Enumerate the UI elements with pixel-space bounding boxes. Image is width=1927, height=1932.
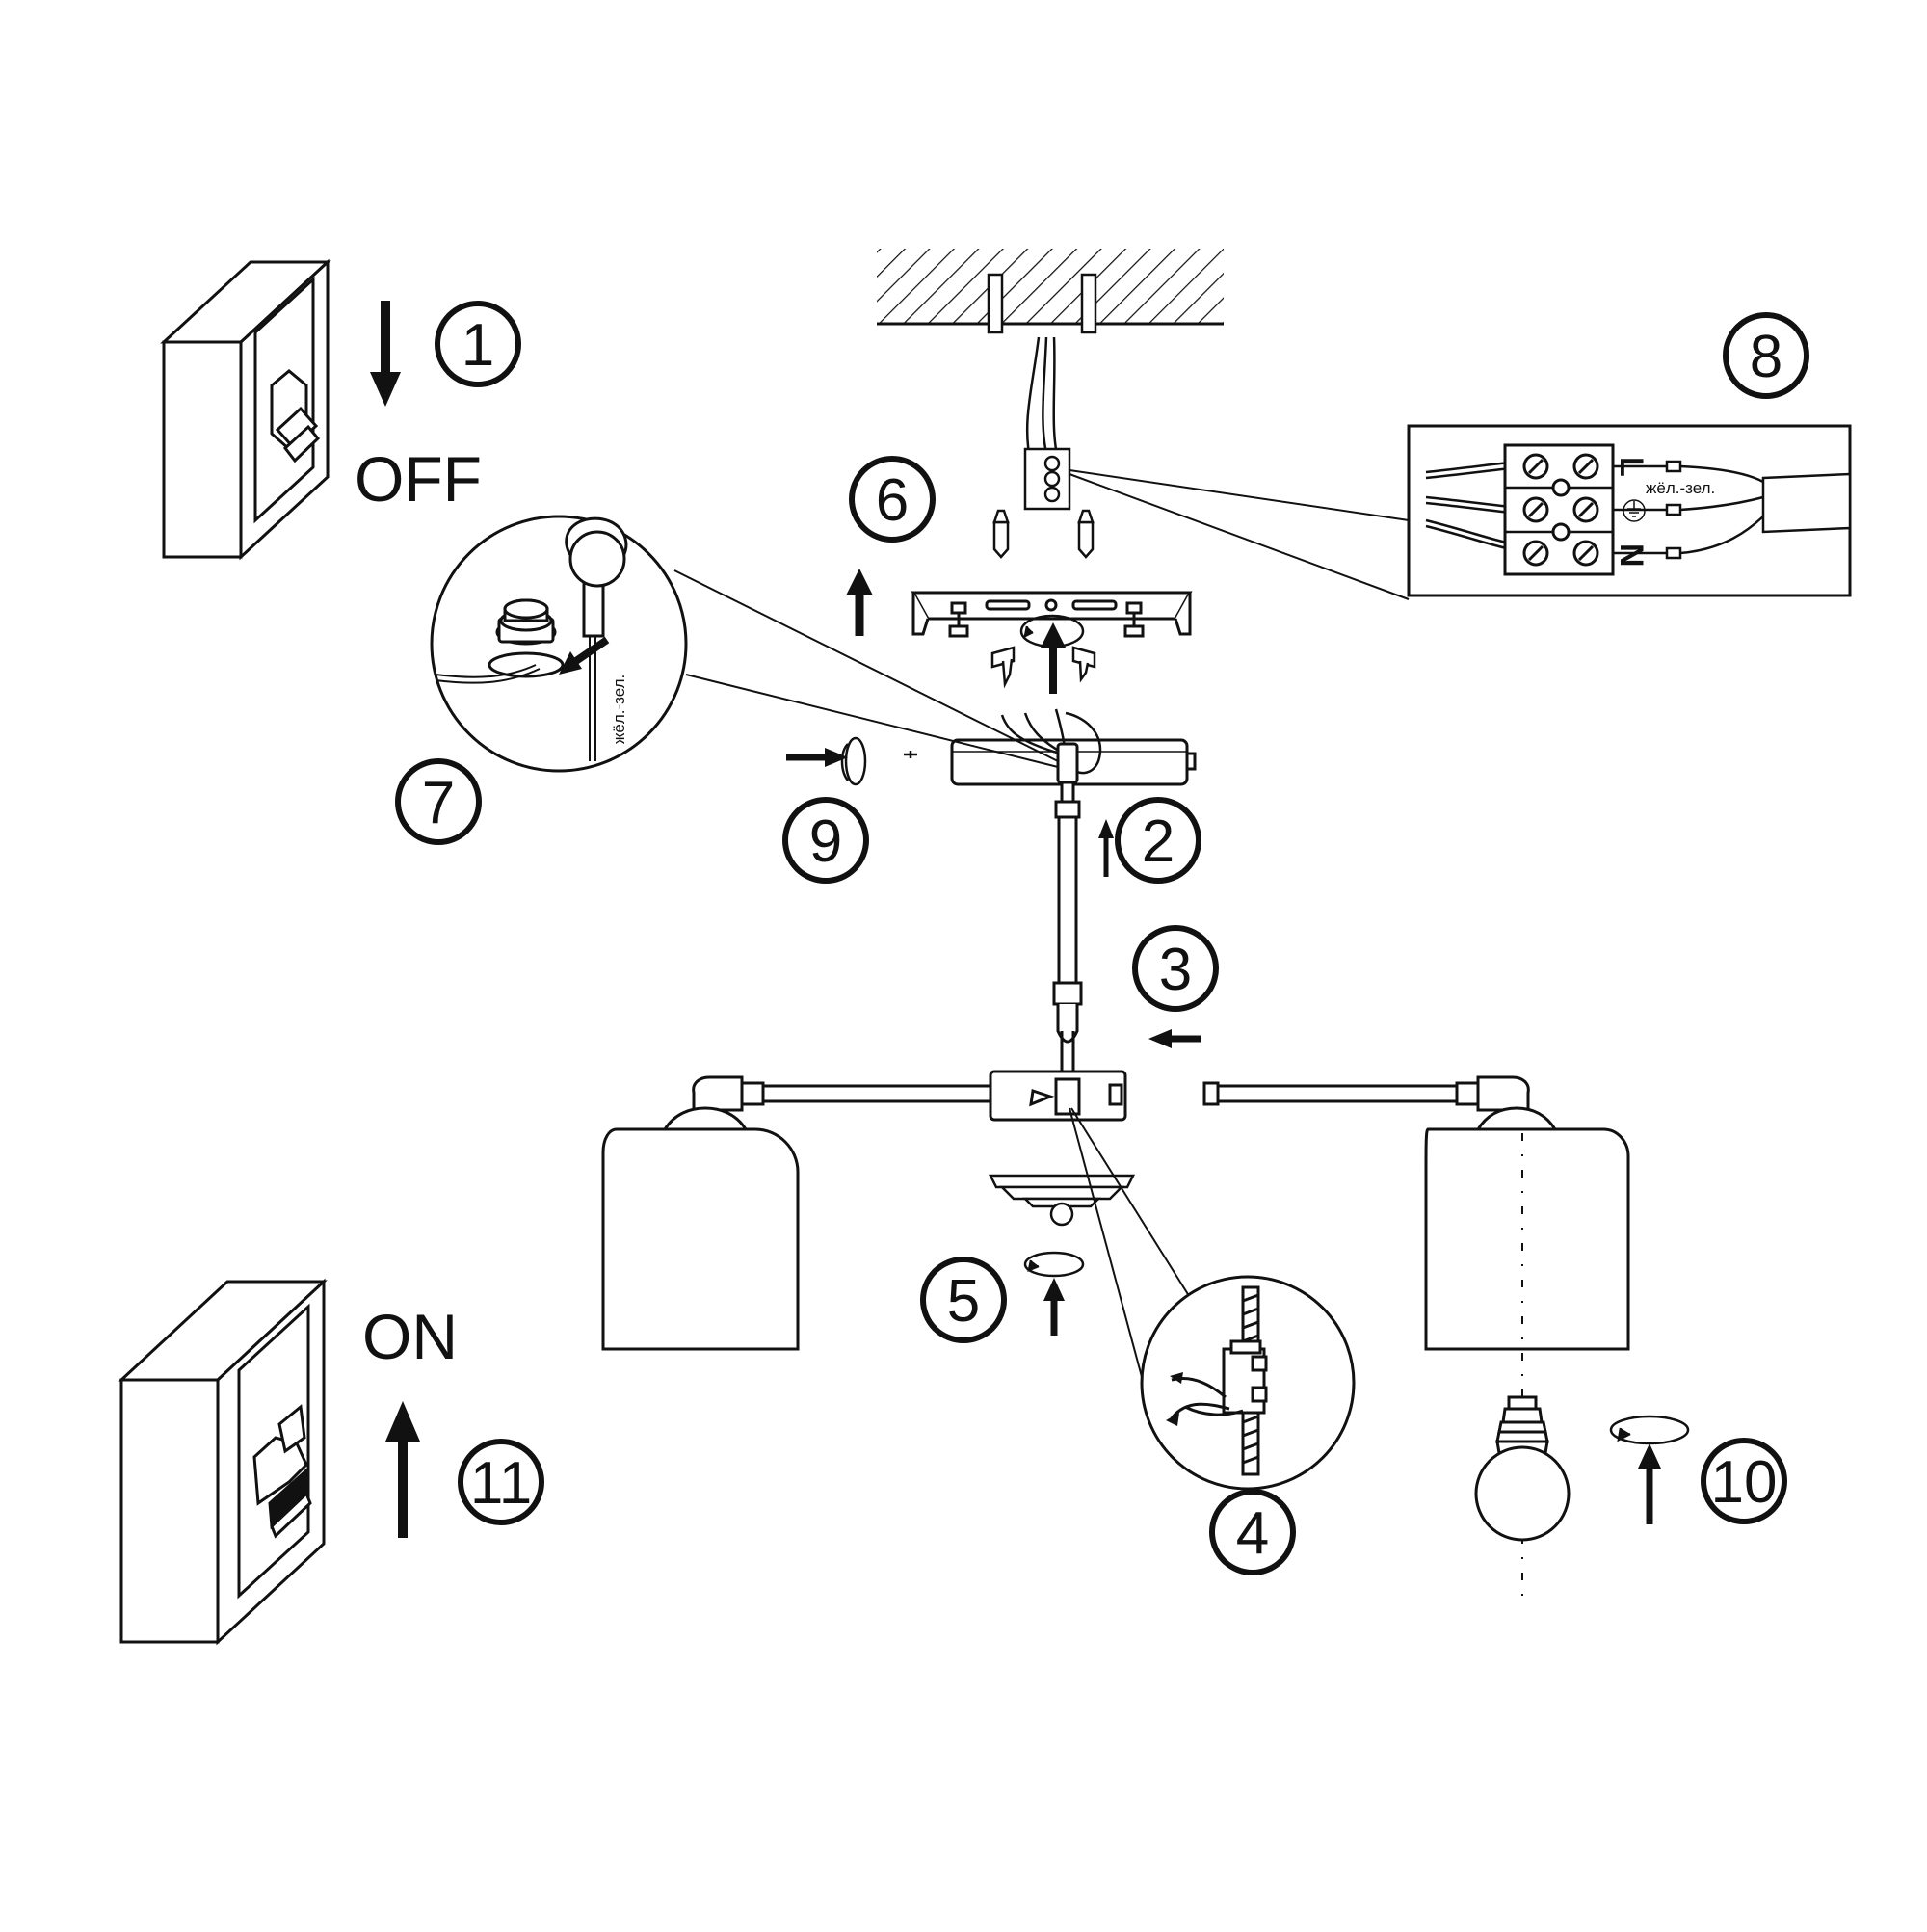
earth-screw-detail: жёл.-зел. bbox=[430, 515, 1059, 773]
terminal-detail: L N жёл.-зел. bbox=[1407, 424, 1852, 597]
up-arrow-icon bbox=[1041, 622, 1066, 694]
left-arrow-icon bbox=[1148, 1029, 1201, 1048]
mounting-bracket bbox=[911, 591, 1193, 638]
step-1-marker: 1 bbox=[435, 301, 521, 387]
step-5-number: 5 bbox=[947, 1268, 980, 1335]
step-6-number: 6 bbox=[876, 467, 909, 534]
step-6-marker: 6 bbox=[849, 456, 936, 543]
switch-on bbox=[118, 1278, 328, 1646]
on-label: ON bbox=[362, 1301, 458, 1372]
wire-connection-detail bbox=[1069, 1107, 1356, 1491]
step-2-number: 2 bbox=[1142, 808, 1175, 875]
up-arrow-icon bbox=[846, 569, 873, 636]
up-arrow-icon bbox=[1043, 1278, 1065, 1336]
lamp-shade-left bbox=[601, 1106, 800, 1351]
terminal-earth-label: жёл.-зел. bbox=[1646, 479, 1715, 497]
up-arrow-icon bbox=[1638, 1443, 1661, 1524]
step-1-number: 1 bbox=[462, 312, 494, 379]
step-5-marker: 5 bbox=[920, 1257, 1007, 1343]
wall-plug-icon bbox=[992, 509, 1095, 559]
lamp-shade-right bbox=[1424, 1106, 1630, 1351]
step-7-marker: 7 bbox=[395, 758, 482, 845]
up-arrow-icon bbox=[1098, 819, 1114, 877]
screw-icon bbox=[990, 646, 1096, 689]
rotate-icon bbox=[1023, 1251, 1085, 1278]
step-10-marker: 10 bbox=[1701, 1438, 1787, 1524]
fixture-body bbox=[692, 1070, 1530, 1125]
step-8-marker: 8 bbox=[1723, 312, 1809, 399]
zoom-lines-8 bbox=[1069, 469, 1410, 600]
light-bulb-icon bbox=[1474, 1395, 1571, 1542]
decorative-screw bbox=[840, 736, 917, 786]
step-4-marker: 4 bbox=[1209, 1489, 1296, 1575]
ceiling-terminal-block bbox=[1023, 447, 1071, 511]
switch-off bbox=[160, 258, 331, 561]
step-2-marker: 2 bbox=[1115, 797, 1201, 884]
step-8-number: 8 bbox=[1750, 324, 1782, 390]
step-3-marker: 3 bbox=[1132, 925, 1219, 1012]
terminal-label-neutral: N bbox=[1613, 543, 1650, 568]
step-7-number: 7 bbox=[422, 770, 455, 836]
cover-plate bbox=[988, 1174, 1136, 1227]
off-label: OFF bbox=[355, 443, 482, 515]
step-11-number: 11 bbox=[470, 1450, 532, 1517]
down-arrow-icon bbox=[370, 301, 401, 407]
step-4-number: 4 bbox=[1236, 1500, 1269, 1567]
rotate-icon bbox=[1609, 1415, 1690, 1445]
up-arrow-icon bbox=[385, 1401, 420, 1538]
right-arrow-icon bbox=[786, 748, 848, 767]
step-9-number: 9 bbox=[809, 808, 842, 875]
earth-wire-label: жёл.-зел. bbox=[610, 675, 628, 744]
downrod bbox=[1052, 742, 1083, 1079]
supply-wires bbox=[1025, 336, 1060, 463]
step-3-number: 3 bbox=[1159, 937, 1192, 1003]
step-9-marker: 9 bbox=[782, 797, 869, 884]
pointing-arrow-icon bbox=[559, 636, 610, 675]
step-10-number: 10 bbox=[1711, 1449, 1778, 1516]
step-11-marker: 11 bbox=[458, 1439, 544, 1525]
ceiling bbox=[877, 249, 1224, 334]
